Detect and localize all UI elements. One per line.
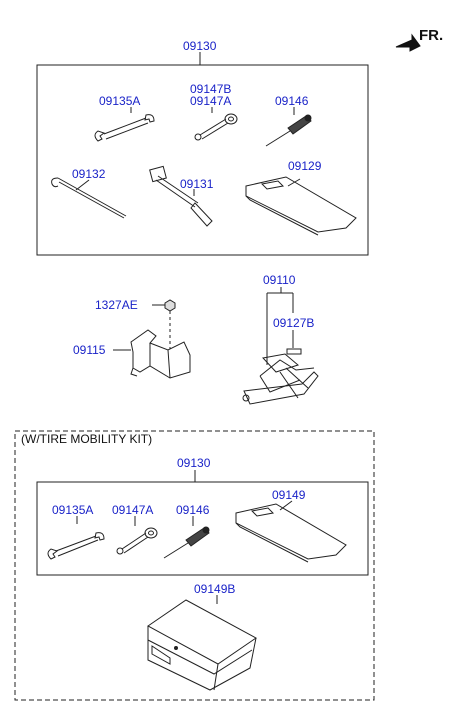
mobility-kit-frame: [14, 430, 375, 701]
part-label-nut[interactable]: 1327AE: [95, 298, 138, 312]
bracket-icon: [113, 329, 191, 379]
part-label-jack-part[interactable]: 09127B: [273, 316, 315, 330]
kit-part-label-tool-bag[interactable]: 09149: [272, 488, 306, 502]
nut-icon: [152, 299, 176, 349]
tool-bag-icon: [245, 176, 357, 236]
repair-kit-case-icon: [147, 595, 257, 691]
eyebolt-icon: [194, 107, 238, 141]
kit-tool-bag-icon: [235, 500, 347, 563]
mobility-assembly-box: [36, 481, 369, 576]
part-label-wrench[interactable]: 09135A: [99, 94, 141, 108]
part-label-screwdriver[interactable]: 09146: [275, 94, 309, 108]
top-assembly-box: [36, 64, 369, 256]
kit-wrench-icon: [47, 516, 105, 560]
hook-rod-icon: [51, 177, 127, 219]
jack-icon: [242, 287, 319, 405]
kit-part-label-eyebolt[interactable]: 09147A: [112, 503, 154, 517]
lug-handle-icon: [149, 165, 213, 227]
wrench-icon: [94, 107, 155, 142]
part-label-eyebolt-b[interactable]: 09147B: [190, 82, 232, 96]
top-assembly-label[interactable]: 09130: [183, 39, 217, 53]
part-label-tool-bag[interactable]: 09129: [288, 159, 322, 173]
kit-part-label-case[interactable]: 09149B: [194, 582, 236, 596]
front-direction-label: FR.: [419, 27, 444, 44]
part-label-lug-handle[interactable]: 09131: [180, 177, 214, 191]
kit-part-label-screwdriver[interactable]: 09146: [176, 503, 210, 517]
kit-screwdriver-icon: [163, 516, 210, 559]
screwdriver-icon: [265, 107, 312, 147]
part-label-jack[interactable]: 09110: [263, 273, 296, 287]
part-label-eyebolt-a[interactable]: 09147A: [190, 94, 232, 108]
kit-part-label-wrench[interactable]: 09135A: [52, 503, 94, 517]
kit-assembly-label[interactable]: 09130: [177, 456, 211, 470]
part-label-hook-rod[interactable]: 09132: [72, 167, 106, 181]
part-label-bracket[interactable]: 09115: [73, 343, 106, 357]
mobility-kit-title: (W/TIRE MOBILITY KIT): [21, 432, 153, 446]
kit-eyebolt-icon: [116, 516, 158, 555]
front-arrow-icon: [395, 33, 421, 52]
